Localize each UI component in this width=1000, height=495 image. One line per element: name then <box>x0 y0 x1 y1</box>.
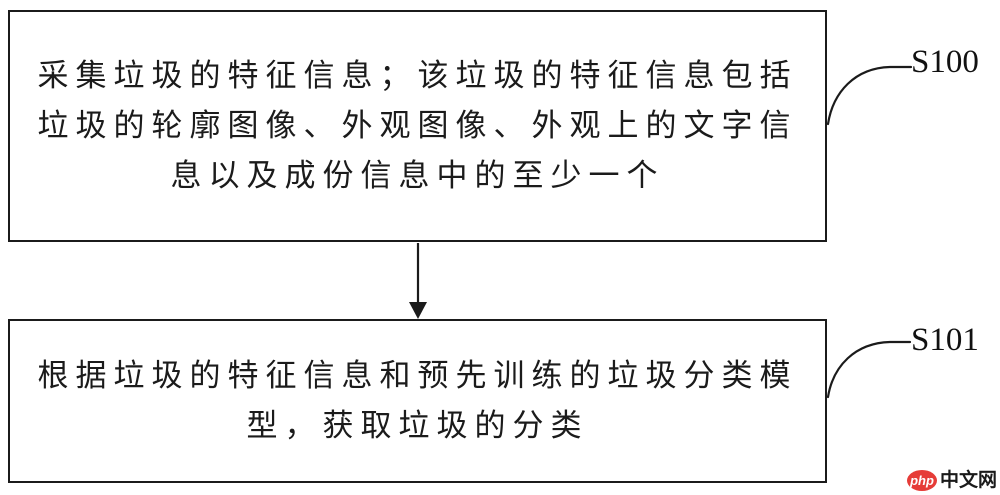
php-logo-badge: php <box>906 470 937 491</box>
step-ref-label-s101: S101 <box>911 322 979 358</box>
arrow-down-head <box>409 302 427 319</box>
flow-step-s100-line-3: 息以及成份信息中的至少一个 <box>170 158 665 193</box>
flow-step-s100-line-1: 采集垃圾的特征信息；该垃圾的特征信息包括 <box>37 58 798 93</box>
php-cn-watermark: php 中文网 <box>906 470 997 491</box>
flow-step-s101-line-1: 根据垃圾的特征信息和预先训练的垃圾分类模 <box>37 358 798 393</box>
flow-step-box-s100: 采集垃圾的特征信息；该垃圾的特征信息包括 垃圾的轮廓图像、外观图像、外观上的文字… <box>8 10 827 242</box>
watermark-site-name: 中文网 <box>939 470 997 491</box>
flow-step-s100-line-2: 垃圾的轮廓图像、外观图像、外观上的文字信 <box>37 108 798 143</box>
flow-step-box-s101: 根据垃圾的特征信息和预先训练的垃圾分类模 型，获取垃圾的分类 <box>8 319 827 483</box>
s101-connector-curve <box>826 340 912 399</box>
s100-connector-curve <box>826 65 913 126</box>
step-ref-label-s100: S100 <box>911 44 979 80</box>
flow-step-s101-line-2: 型，获取垃圾的分类 <box>246 408 589 443</box>
